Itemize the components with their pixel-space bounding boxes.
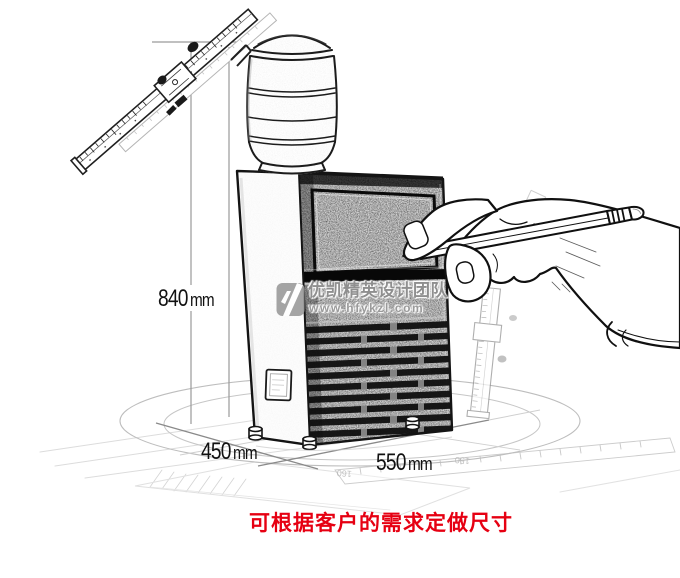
depth-unit: mm [233,443,258,463]
height-value: 840 [158,285,188,312]
water-bottle [246,34,338,175]
depth-dimension-line [155,422,319,470]
height-unit: mm [190,290,215,310]
pencil-eraser [628,205,645,221]
watermark-brand-text: 优凯精英设计团队 [308,281,448,300]
index-fingernail [403,220,429,250]
watermark-website-text: www.hfykzl.com [309,301,425,315]
index-finger [402,198,499,262]
depth-value: 450 [201,438,231,465]
width-value: 550 [376,449,406,476]
watermark-logo-icon [276,282,305,317]
flat-ruler-sketch [334,437,676,485]
customization-caption: 可根据客户的需求定做尺寸 [249,512,513,535]
caliper-jaw [230,44,252,67]
caliper-sketch [69,8,278,176]
drafting-triangle-sketch [134,461,471,516]
width-unit: mm [408,454,433,474]
rating-plate [264,368,293,402]
thumbnail [455,261,475,284]
machine-feet [248,415,420,451]
vertical-ruler-sketch [466,286,517,420]
caliper-lock-knob [187,41,199,53]
floor-shadow-line [255,436,453,451]
door-frame [310,188,439,275]
ruler-number: 160 [336,468,352,479]
hand-with-pencil [402,189,680,350]
caliper-thumb-screw [157,75,167,85]
door-sill-band [301,269,449,282]
